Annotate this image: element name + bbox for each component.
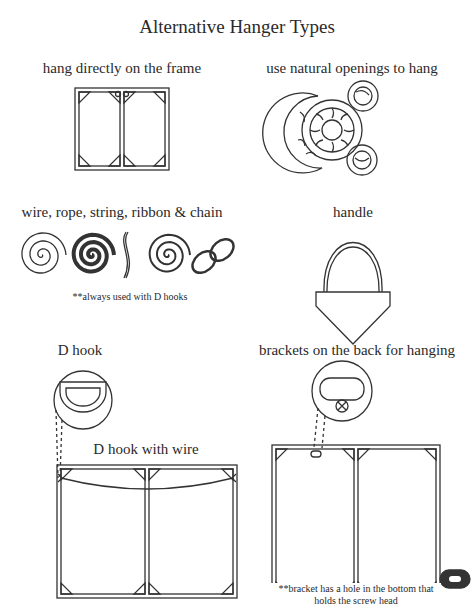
frame-panel — [124, 92, 165, 166]
handle-hanger — [316, 243, 390, 345]
frame-knob — [116, 92, 121, 97]
section-label: D hook with wire — [93, 441, 198, 458]
corner-brace — [79, 92, 90, 103]
corner-brace — [358, 449, 369, 460]
corner-brace — [124, 155, 135, 166]
corner-brace — [222, 583, 233, 594]
sun-medallion — [263, 81, 378, 175]
corner-brace — [109, 92, 120, 103]
picture-frame — [57, 465, 237, 598]
frame-panel — [149, 469, 233, 594]
wire-spiral — [22, 233, 66, 273]
corner-brace — [124, 92, 135, 103]
bracket — [311, 451, 321, 457]
frame-panel — [276, 449, 354, 593]
note-text: **bracket has a hole in the bottom that … — [271, 583, 441, 606]
frame-panel — [358, 449, 436, 593]
ribbon-spiral — [150, 235, 190, 272]
bracket-detail — [312, 361, 372, 448]
section-label: hang directly on the frame — [43, 60, 201, 77]
corner-brace — [425, 449, 436, 460]
ribbon — [126, 232, 130, 278]
corner-brace — [109, 155, 120, 166]
picture-frame — [272, 445, 440, 597]
corner-brace — [149, 469, 160, 480]
frame-panel — [61, 469, 145, 594]
d-hook-detail — [54, 371, 112, 478]
corner-brace — [276, 449, 287, 460]
hanging-wire — [61, 478, 233, 489]
corner-brace — [154, 92, 165, 103]
corner-brace — [79, 155, 90, 166]
rope-spiral — [74, 235, 114, 272]
corner-brace — [134, 583, 145, 594]
corner-brace — [61, 583, 72, 594]
note-text: **always used with D hooks — [73, 291, 188, 303]
section-label: wire, rope, string, ribbon & chain — [22, 204, 223, 221]
picture-frame — [75, 88, 169, 170]
chain-link — [206, 235, 237, 266]
frame-knob — [124, 92, 129, 97]
corner-brace — [154, 155, 165, 166]
corner-brace — [134, 469, 145, 480]
corner-brace — [149, 583, 160, 594]
section-label: use natural openings to hang — [266, 60, 438, 77]
bracket-icon — [440, 570, 470, 588]
corner-brace — [343, 449, 354, 460]
chain-link — [188, 247, 219, 278]
section-label: handle — [333, 204, 373, 221]
section-label: D hook — [58, 342, 103, 359]
section-label: brackets on the back for hanging — [259, 342, 455, 359]
d-hook — [58, 474, 236, 482]
page-title: Alternative Hanger Types — [139, 16, 335, 38]
frame-panel — [79, 92, 120, 166]
